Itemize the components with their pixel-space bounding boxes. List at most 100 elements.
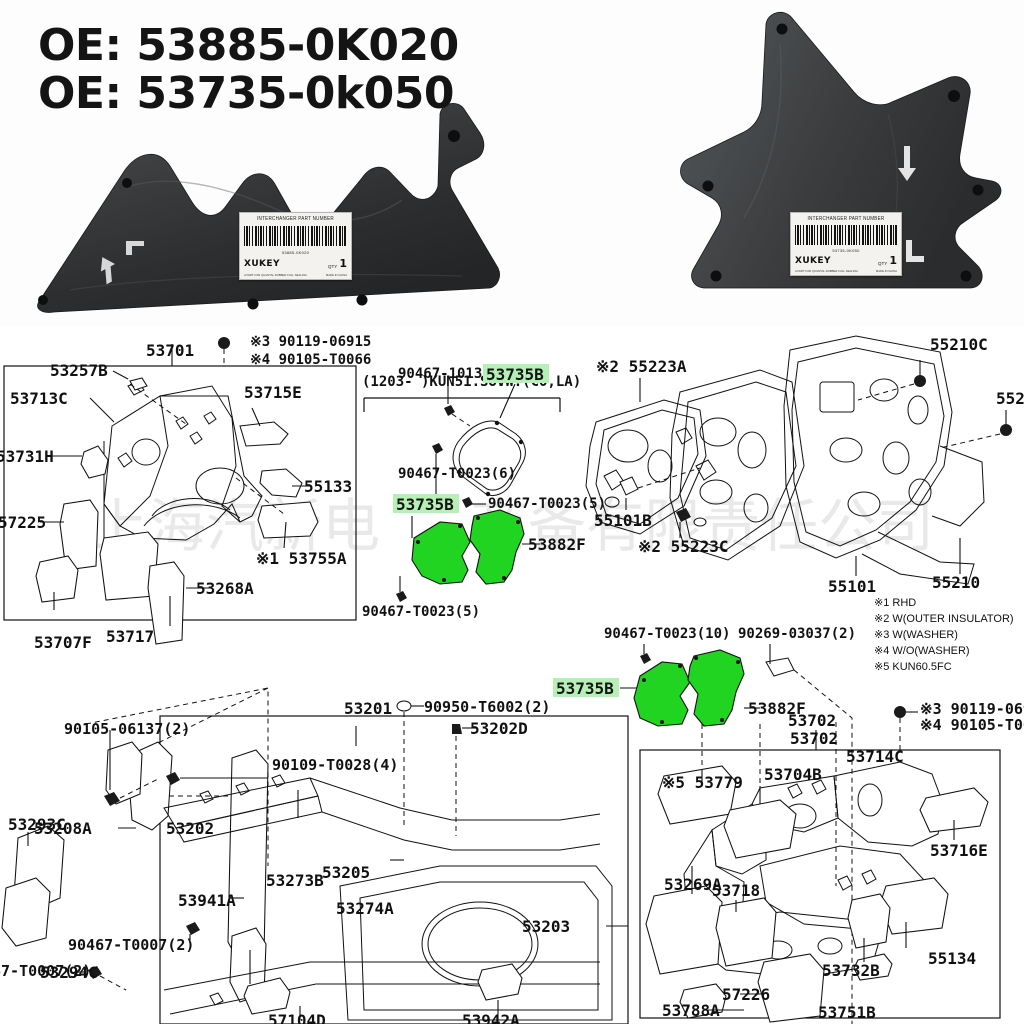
- green-seal-right-2: [687, 649, 745, 727]
- part-number-53751B: 53751B: [818, 1003, 876, 1022]
- part-number-53274A: 53274A: [336, 899, 394, 918]
- qty-value: 1: [889, 254, 897, 267]
- clip-55101B: [619, 467, 701, 510]
- part-number-53716E: 53716E: [930, 841, 988, 860]
- part-number-53717: 53717: [106, 627, 154, 646]
- part-number-53731H: 53731H: [0, 447, 54, 466]
- bolt-55210C: [857, 360, 926, 401]
- part-number-53268A: 53268A: [196, 579, 254, 598]
- radiator-support-shapes: [1, 741, 269, 1003]
- part-number-55134: 55134: [928, 949, 976, 968]
- part-number-53882F-2: 53882F: [748, 699, 806, 718]
- part-number-53942A: 53942A: [462, 1011, 520, 1024]
- part-number-55210: 55210: [932, 573, 980, 592]
- clip-55223C: [676, 508, 691, 538]
- part-number-53294C: 53294C: [40, 963, 98, 982]
- bolt-icon: [218, 337, 230, 366]
- part-number-53755A: ※1 53755A: [256, 549, 347, 568]
- barcode-number: 53735-0K050: [832, 248, 860, 253]
- fastener-90950-T6002: 90950-T6002(2): [424, 698, 550, 716]
- label-title: INTERCHANGER PART NUMBER: [807, 215, 885, 222]
- part-number-57226: 57226: [722, 985, 770, 1004]
- clip-90105-06137: [104, 740, 161, 806]
- highlight-53735B-2: [393, 494, 459, 513]
- fastener-90467-T0023-10: 90467-T0023(10): [604, 626, 730, 642]
- clip-90467-T0007: [186, 922, 200, 940]
- part-number-53702-br: 53702: [788, 711, 836, 730]
- part-number-55101B: 55101B: [594, 511, 652, 530]
- label-foot-left: A PART FOR QUANTAL RUBBER FULL SEALING: [244, 273, 307, 277]
- part-number-55223C: ※2 55223C: [638, 537, 728, 556]
- part-number-53293C: 53293C: [8, 815, 66, 834]
- label-title: INTERCHANGER PART NUMBER: [257, 215, 334, 222]
- clip-icon-4: [396, 576, 407, 602]
- fastener-90119-06915-tl: ※3 90119-06915: [250, 334, 371, 350]
- part-number-53205: 53205: [322, 863, 370, 882]
- part-number-53941A: 53941A: [178, 891, 236, 910]
- part-number-53201: 53201: [344, 699, 392, 718]
- part-number-57104D: 57104D: [268, 1011, 326, 1024]
- fastener-90467-T0007-a: 90467-T0007(2): [68, 936, 194, 954]
- part-number-53715E: 53715E: [244, 383, 302, 402]
- brand-name: XUKEY: [244, 259, 280, 269]
- part-number-53735B-2: 53735B: [396, 495, 454, 514]
- clip-90109-T0028: [166, 772, 268, 785]
- green-seal-left-1: [411, 521, 471, 585]
- fastener-90105-T0066-tl: ※4 90105-T0066: [250, 352, 371, 368]
- product-photo-band: OE: 53885-0K020 OE: 53735-0k050: [0, 0, 1024, 330]
- label-foot-right: MADE IN CHINA: [875, 269, 897, 273]
- fastener-90467-T0023-5a: 90467-T0023(5): [488, 496, 606, 512]
- part-number-53269A: 53269A: [664, 875, 722, 894]
- barcode: [244, 226, 347, 246]
- part-number-55223A: ※2 55223A: [596, 357, 687, 376]
- part-number-53713C: 53713C: [10, 389, 68, 408]
- part-number-53714C: 53714C: [846, 747, 904, 766]
- part-number-53704B: 53704B: [764, 765, 822, 784]
- bolt-br: [894, 706, 918, 750]
- part-number-53707F: 53707F: [34, 633, 92, 652]
- legend-1: ※1 RHD: [874, 597, 916, 609]
- highlight-53735B-3: [553, 678, 619, 697]
- qty-value: 1: [339, 257, 347, 270]
- part-number-53273B: 53273B: [266, 871, 324, 890]
- fastener-90105-T0066-br: ※4 90105-T0066: [920, 716, 1024, 734]
- legend-3: ※3 W(WASHER): [874, 629, 958, 641]
- part-number-53788A: 53788A: [662, 1001, 720, 1020]
- part-number-53701: 53701: [146, 341, 194, 360]
- part-number-53735B-3: 53735B: [556, 679, 614, 698]
- barcode: [795, 225, 897, 245]
- clip-90467-T0007-b: [76, 966, 127, 991]
- part-number-53202D: 53202D: [470, 719, 528, 738]
- grommet-90950-T6002: [396, 700, 424, 826]
- fastener-90467-T0023-5b: 90467-T0023(5): [362, 604, 480, 620]
- part-number-53718: 53718: [712, 881, 760, 900]
- part-number-53779: ※5 53779: [662, 773, 743, 792]
- oe-number-line-2: OE: 53735-0k050: [38, 68, 454, 119]
- part-number-53735B-1: 53735B: [486, 365, 544, 384]
- radiator-support-assembly: [163, 774, 613, 1021]
- oe-number-block: OE: 53885-0K020 OE: 53735-0k050: [38, 22, 459, 118]
- parts-diagram: 上海汽新电 商备有限责任公司: [0, 326, 1024, 1024]
- legend-5: ※5 KUN60.5FC: [874, 661, 952, 673]
- right-part-photo: [680, 11, 1002, 289]
- green-seal-left-2: [633, 661, 691, 727]
- legend-block: ※1 RHD ※2 W(OUTER INSULATOR) ※3 W(WASHER…: [874, 597, 1014, 673]
- label-foot-left: A PART FOR QUANTAL RUBBER FULL SEALING: [795, 269, 858, 273]
- bolt-5521: [939, 410, 1012, 449]
- part-number-53202: 53202: [166, 819, 214, 838]
- oe-number-line-1: OE: 53885-0K020: [38, 20, 459, 71]
- part-number-53732B: 53732B: [822, 961, 880, 980]
- part-number-55101: 55101: [828, 577, 876, 596]
- part-number-53203: 53203: [522, 917, 570, 936]
- part-number-53882F-1: 53882F: [528, 535, 586, 554]
- brand-name: XUKEY: [795, 256, 831, 266]
- part-number-53702-center: 53702: [790, 729, 838, 748]
- subpart-shapes: [35, 377, 319, 645]
- clip-icon-1: [444, 386, 471, 427]
- highlight-53735B-1: [483, 364, 549, 383]
- part-number-55210C: 55210C: [930, 335, 988, 354]
- dash-insulator-drawing: [585, 335, 985, 585]
- right-part-label: INTERCHANGER PART NUMBER 53735-0K050 XUK…: [790, 212, 902, 276]
- part-number-55133: 55133: [304, 477, 352, 496]
- fastener-90119-06915-br: ※3 90119-06915: [920, 700, 1024, 718]
